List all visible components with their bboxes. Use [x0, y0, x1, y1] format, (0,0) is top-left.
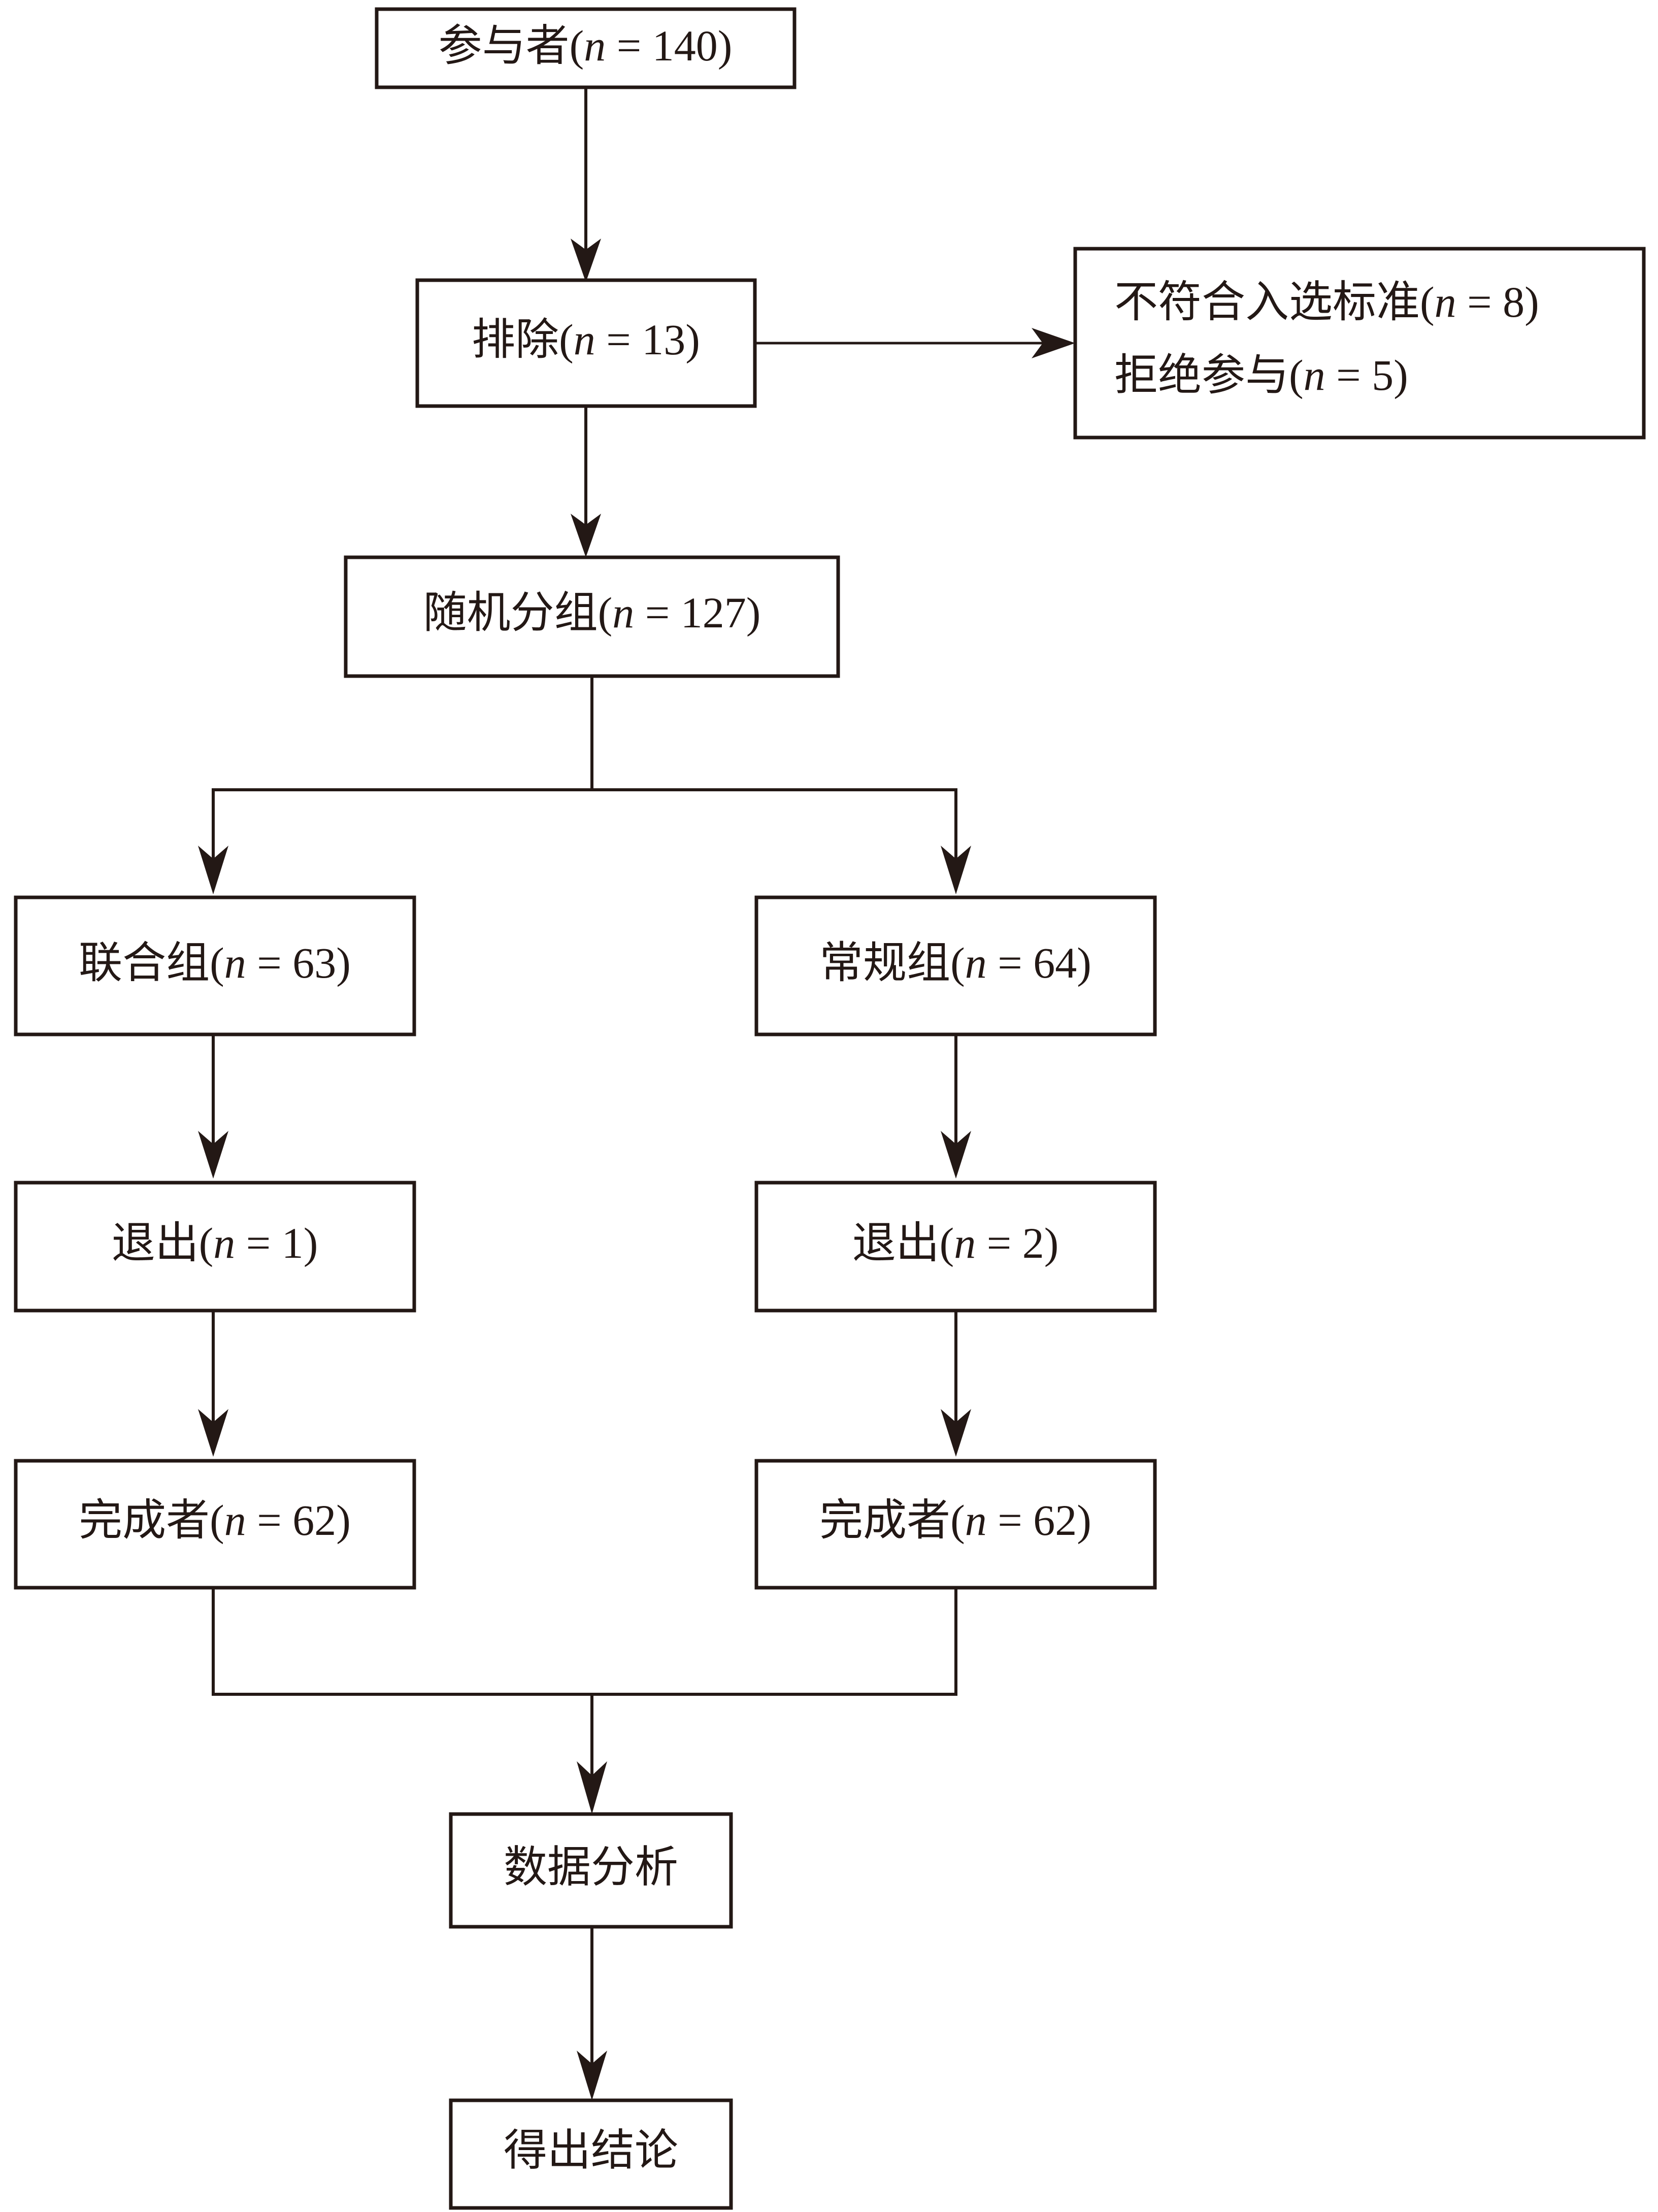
node-data-analysis[interactable]: 数据分析: [449, 1812, 733, 1929]
node-exclusion-reason-1-prefix: 不符合入选标准(: [1114, 278, 1435, 326]
node-dropout-right-suffix: = 2): [976, 1219, 1058, 1267]
svg-text:常规组(n = 64): 常规组(n = 64): [819, 939, 1091, 987]
connector-excluded-to-randomized: [571, 406, 601, 557]
connector-excluded-to-reasons: [755, 328, 1075, 358]
svg-text:拒绝参与(n = 5): 拒绝参与(n = 5): [1114, 351, 1408, 399]
svg-text:不符合入选标准(n = 8): 不符合入选标准(n = 8): [1114, 278, 1539, 326]
node-exclusion-reason-1-var: n: [1435, 278, 1456, 326]
node-combined-group-var: n: [224, 939, 246, 987]
node-completers-left-suffix: = 62): [246, 1496, 351, 1545]
node-completers-right-suffix: = 62): [987, 1496, 1091, 1545]
connector-combined-to-dropout: [198, 1034, 228, 1179]
svg-text:完成者(n = 62): 完成者(n = 62): [819, 1496, 1091, 1545]
connector-dropout-to-completers-right: [941, 1311, 971, 1457]
connector-dropout-to-completers-left: [198, 1311, 228, 1457]
connector-randomized-split: [198, 676, 971, 894]
svg-text:联合组(n = 63): 联合组(n = 63): [79, 939, 351, 987]
node-randomized-prefix: 随机分组(: [423, 588, 613, 637]
node-completers-left-prefix: 完成者(: [79, 1496, 224, 1545]
node-combined-group-suffix: = 63): [246, 939, 351, 987]
node-randomized[interactable]: 随机分组(n = 127): [344, 555, 840, 678]
node-dropout-left[interactable]: 退出(n = 1): [14, 1181, 416, 1313]
node-combined-group-prefix: 联合组(: [79, 939, 224, 987]
node-exclusion-reasons[interactable]: 不符合入选标准(n = 8) 拒绝参与(n = 5): [1073, 247, 1646, 440]
node-participants-suffix: = 140): [606, 21, 732, 70]
svg-text:参与者(n = 140): 参与者(n = 140): [439, 21, 733, 70]
node-excluded-prefix: 排除(: [472, 315, 574, 364]
svg-text:排除(n = 13): 排除(n = 13): [472, 315, 700, 364]
node-dropout-left-suffix: = 1): [235, 1219, 318, 1267]
node-participants-var: n: [584, 21, 606, 70]
node-conclusion[interactable]: 得出结论: [449, 2098, 733, 2210]
svg-text:退出(n = 1): 退出(n = 1): [112, 1219, 318, 1267]
connector-participants-to-excluded: [571, 87, 601, 282]
node-excluded-var: n: [574, 315, 595, 364]
node-exclusion-reason-2-suffix: = 5): [1325, 351, 1408, 399]
node-routine-group-prefix: 常规组(: [819, 939, 965, 987]
node-completers-right-prefix: 完成者(: [819, 1496, 965, 1545]
node-data-analysis-label: 数据分析: [504, 1843, 678, 1892]
node-conclusion-label: 得出结论: [504, 2126, 678, 2175]
node-routine-group-var: n: [965, 939, 987, 987]
node-dropout-right-var: n: [954, 1219, 976, 1267]
node-routine-group-suffix: = 64): [987, 939, 1091, 987]
node-randomized-var: n: [612, 588, 634, 637]
node-excluded-suffix: = 13): [595, 315, 700, 364]
node-completers-right-var: n: [965, 1496, 987, 1545]
node-exclusion-reason-2-prefix: 拒绝参与(: [1114, 351, 1304, 399]
node-completers-right[interactable]: 完成者(n = 62): [754, 1459, 1157, 1590]
node-exclusion-reason-2-var: n: [1304, 351, 1325, 399]
connector-analysis-to-conclusion: [577, 1927, 607, 2100]
svg-text:退出(n = 2): 退出(n = 2): [852, 1219, 1059, 1267]
node-randomized-suffix: = 127): [634, 588, 760, 637]
node-completers-left-var: n: [224, 1496, 246, 1545]
node-completers-left[interactable]: 完成者(n = 62): [14, 1459, 416, 1590]
connector-routine-to-dropout: [941, 1034, 971, 1179]
connector-merge-to-analysis: [212, 1588, 957, 1814]
node-dropout-right-prefix: 退出(: [852, 1219, 954, 1267]
node-dropout-right[interactable]: 退出(n = 2): [754, 1181, 1157, 1313]
node-dropout-left-prefix: 退出(: [112, 1219, 214, 1267]
node-combined-group[interactable]: 联合组(n = 63): [14, 895, 416, 1036]
node-participants-prefix: 参与者(: [439, 21, 584, 70]
node-routine-group[interactable]: 常规组(n = 64): [754, 895, 1157, 1036]
node-exclusion-reason-1-suffix: = 8): [1456, 278, 1539, 326]
node-participants[interactable]: 参与者(n = 140): [375, 7, 797, 89]
node-excluded[interactable]: 排除(n = 13): [415, 278, 757, 408]
svg-text:随机分组(n = 127): 随机分组(n = 127): [423, 588, 761, 637]
svg-text:完成者(n = 62): 完成者(n = 62): [79, 1496, 351, 1545]
node-dropout-left-var: n: [213, 1219, 235, 1267]
